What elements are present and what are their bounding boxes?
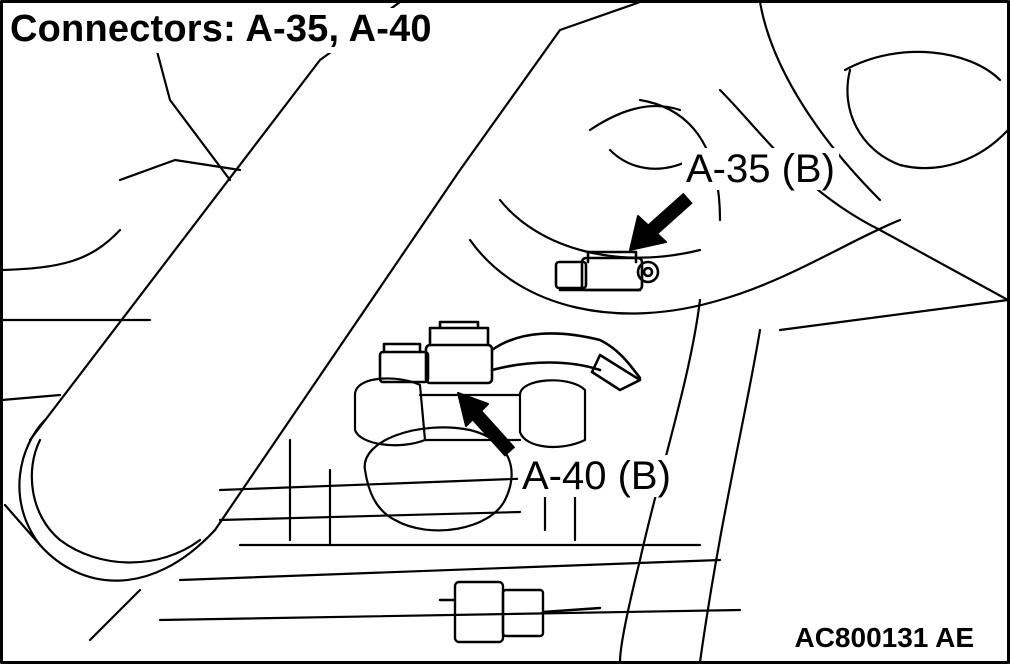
a40-connector	[378, 320, 642, 392]
a35-harness-area	[468, 105, 902, 315]
a40-arrow	[457, 392, 516, 457]
callout-a35-label: A-35 (B)	[682, 148, 839, 190]
a35-connector	[554, 250, 660, 292]
figure-title: Connectors: A-35, A-40	[8, 8, 436, 53]
a35-arrow	[629, 192, 693, 251]
left-structure	[0, 228, 152, 642]
lower-connector	[438, 580, 602, 644]
callout-a40-label: A-40 (B)	[518, 455, 675, 497]
figure-code: AC800131 AE	[792, 622, 976, 654]
